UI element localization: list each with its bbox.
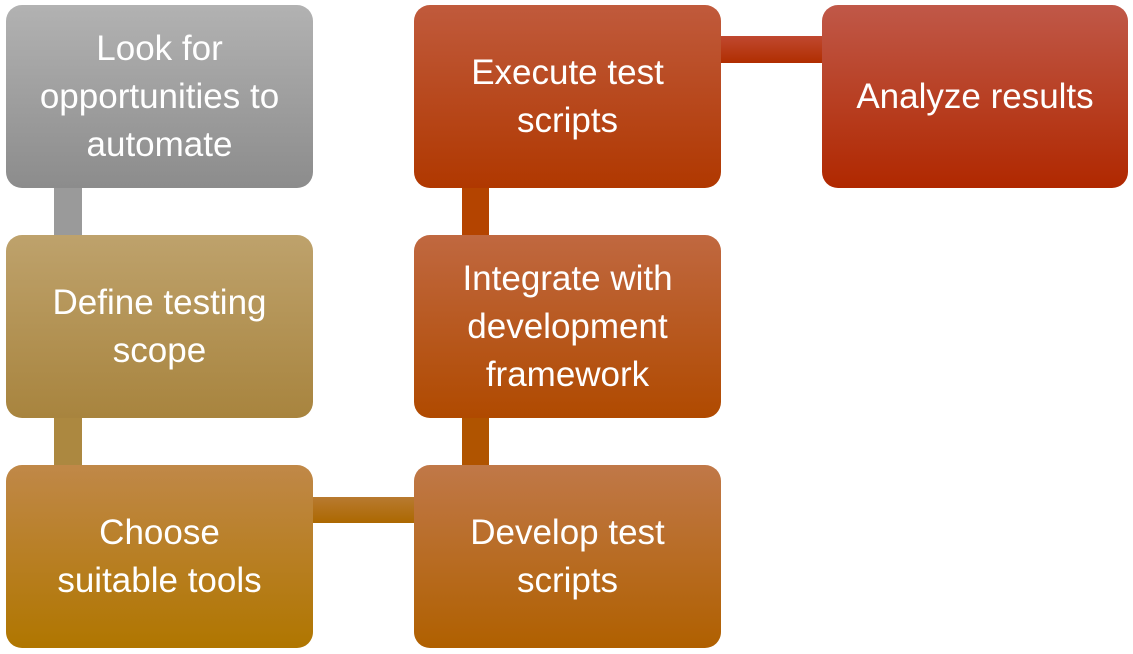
- step-label: Integrate with development framework: [462, 258, 673, 394]
- step-develop-scripts: Develop test scripts: [414, 465, 721, 648]
- connector-1-2: [54, 188, 82, 236]
- step-label: Define testing scope: [52, 282, 267, 370]
- step-label: Analyze results: [856, 76, 1094, 116]
- step-execute-scripts: Execute test scripts: [414, 5, 721, 188]
- connector-2-3: [54, 418, 82, 466]
- step-label: Develop test scripts: [470, 512, 665, 600]
- step-define-scope: Define testing scope: [6, 235, 313, 418]
- step-look-for-opportunities: Look for opportunities to automate: [6, 5, 313, 188]
- step-label: Execute test scripts: [471, 52, 664, 140]
- connector-5-6: [462, 188, 489, 236]
- connector-6-7: [718, 36, 823, 63]
- step-label: Look for opportunities to automate: [39, 28, 280, 164]
- step-choose-tools: Choose suitable tools: [6, 465, 313, 648]
- connector-4-5: [462, 418, 489, 466]
- step-label: Choose suitable tools: [57, 512, 262, 600]
- connector-3-4: [312, 497, 415, 523]
- step-integrate-framework: Integrate with development framework: [414, 235, 721, 418]
- step-analyze-results: Analyze results: [822, 5, 1128, 188]
